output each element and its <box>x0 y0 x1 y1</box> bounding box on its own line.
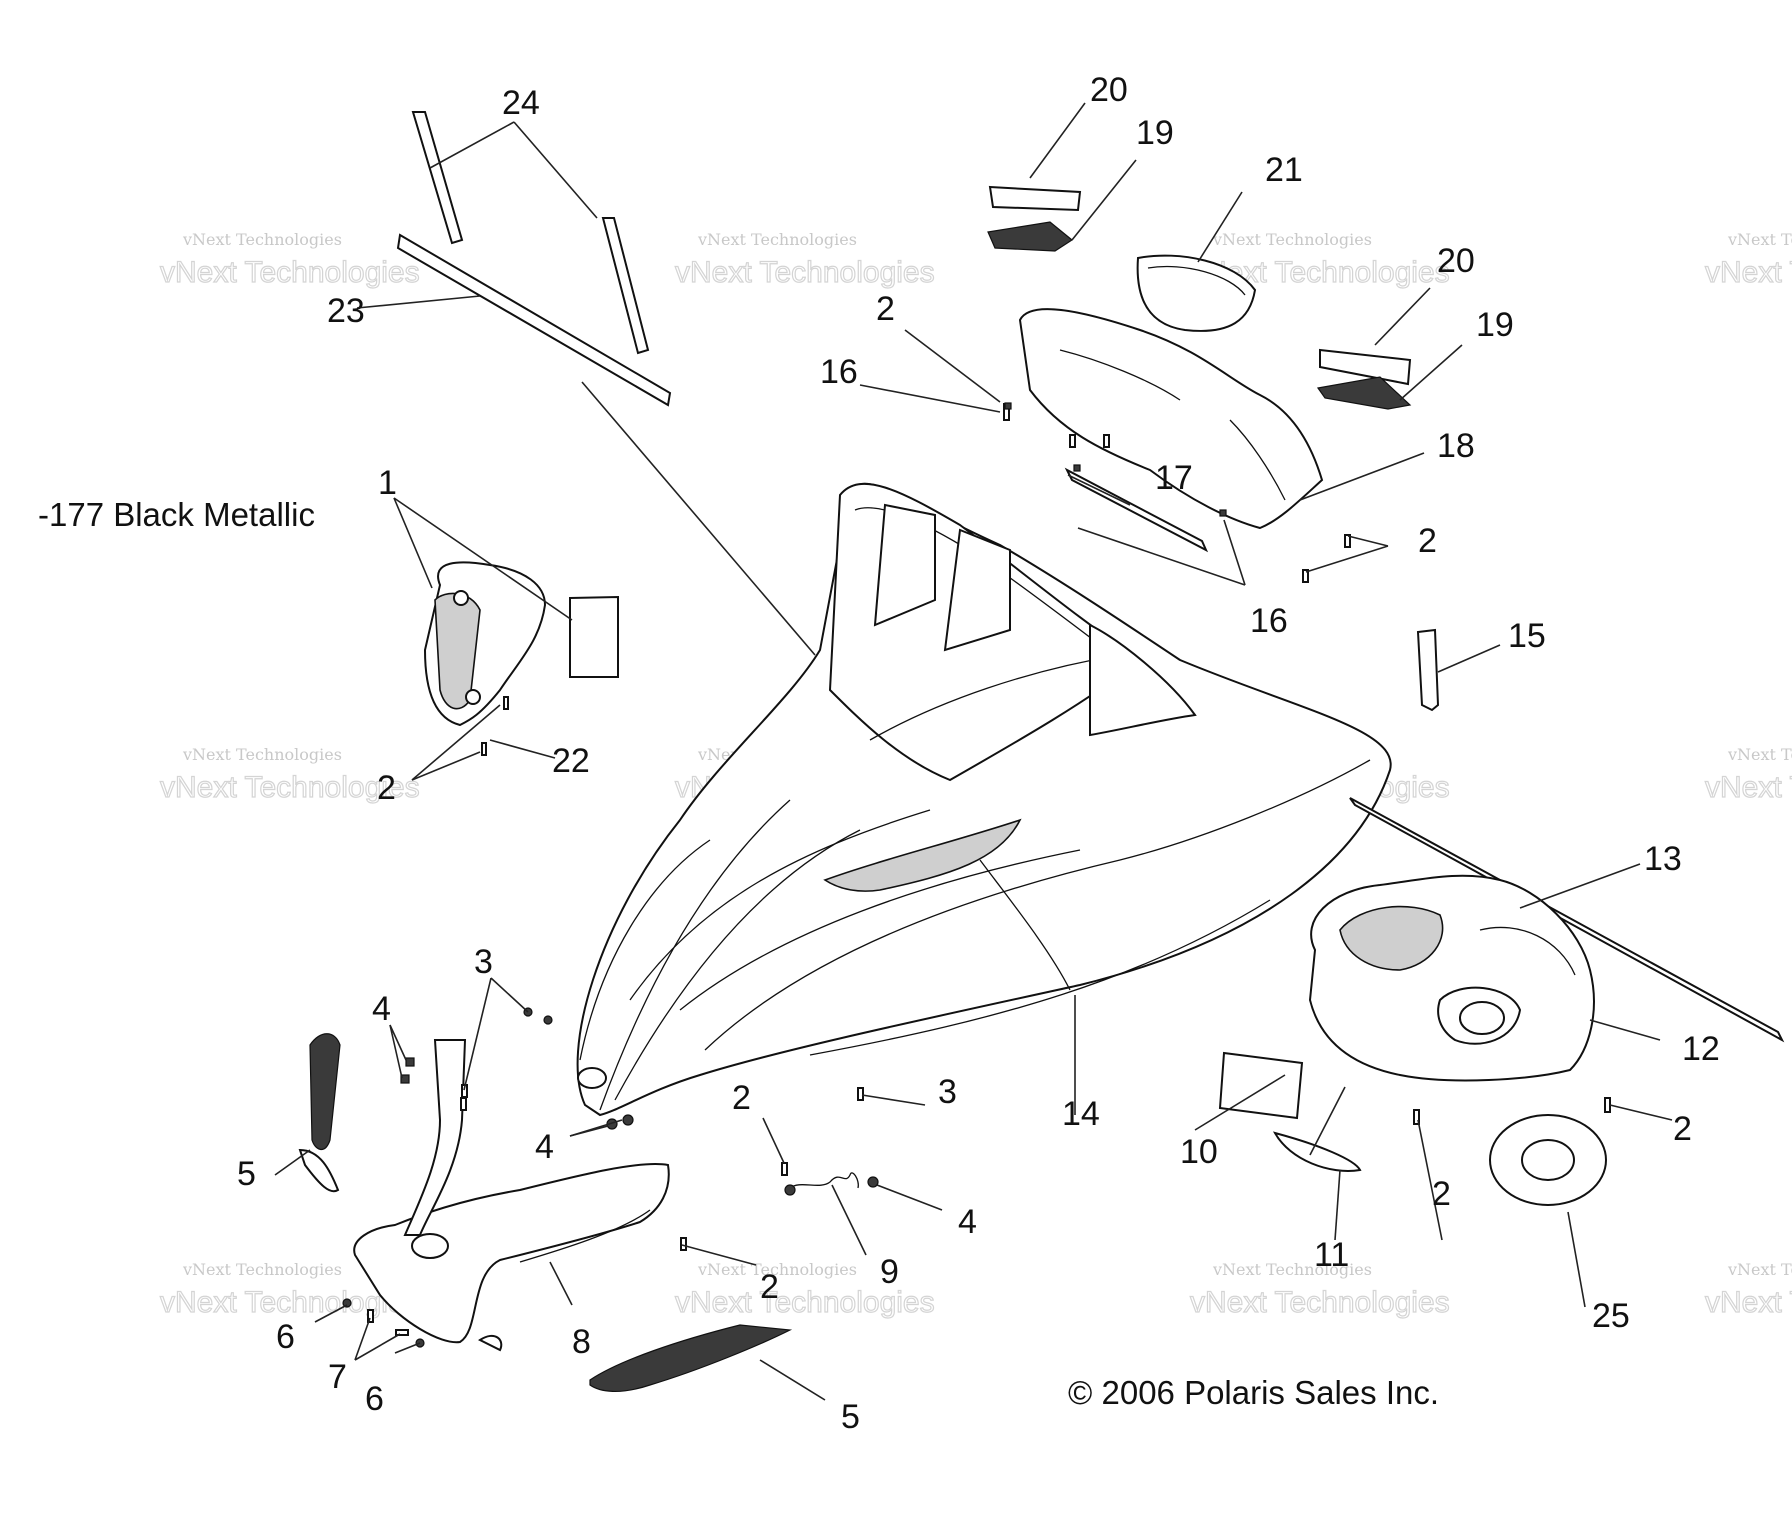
watermark-large: vNext Technologies <box>675 1286 935 1319</box>
callout-2: 2 <box>377 769 396 807</box>
watermark-large: vNext Technologies <box>1190 1286 1450 1319</box>
callout-2: 2 <box>876 290 895 328</box>
watermark-small: vNext Technologies <box>182 1260 342 1279</box>
callout-19: 19 <box>1136 114 1174 152</box>
callout-20: 20 <box>1090 71 1128 109</box>
hood-part <box>576 482 1392 1117</box>
callout-5: 5 <box>841 1398 860 1436</box>
callout-5: 5 <box>237 1155 256 1193</box>
copyright-text: © 2006 Polaris Sales Inc. <box>1068 1374 1439 1411</box>
watermark-small: vNext Technologies <box>697 1260 857 1279</box>
callout-21: 21 <box>1265 151 1303 189</box>
callout-9: 9 <box>880 1253 899 1291</box>
watermark-small: vNext Technologies <box>182 230 342 249</box>
callout-13: 13 <box>1644 840 1682 878</box>
callout-2: 2 <box>732 1079 751 1117</box>
handle-5-part <box>298 1033 793 1393</box>
clip-15-part <box>1416 628 1440 712</box>
callout-17: 17 <box>1155 459 1193 497</box>
callout-24: 24 <box>502 84 540 122</box>
callout-16: 16 <box>820 353 858 391</box>
bumper-8-part <box>353 1039 670 1352</box>
label-10-part <box>1218 1051 1304 1120</box>
tank-cover-part <box>1308 874 1595 1082</box>
callout-3: 3 <box>938 1073 957 1111</box>
callout-10: 10 <box>1180 1133 1218 1171</box>
callout-8: 8 <box>572 1323 591 1361</box>
strip-13-part <box>1349 797 1785 1043</box>
callout-16: 16 <box>1250 602 1288 640</box>
watermark-group: vNext Technologies vNext Technologies vN… <box>159 230 1792 1320</box>
instrument-panel-part <box>987 185 1412 530</box>
callout-19: 19 <box>1476 306 1514 344</box>
leader-lines <box>274 102 1673 1401</box>
watermark-large: vNext Technologies <box>160 256 420 289</box>
callout-6: 6 <box>365 1380 384 1418</box>
trim-strips-part <box>396 111 672 407</box>
callout-23: 23 <box>327 292 365 330</box>
watermark-small: vNext Technologies <box>697 230 857 249</box>
callout-4: 4 <box>535 1128 554 1166</box>
watermark-small: vNext Technologies <box>1727 230 1792 249</box>
callout-11: 11 <box>1314 1236 1349 1274</box>
watermark-small: vNext Technologies <box>1727 745 1792 764</box>
color-note: -177 Black Metallic <box>38 496 315 533</box>
watermark-small: vNext Technologies <box>1727 1260 1792 1279</box>
callout-6: 6 <box>276 1318 295 1356</box>
callout-3: 3 <box>474 943 493 981</box>
callout-12: 12 <box>1682 1030 1720 1068</box>
callout-18: 18 <box>1437 427 1475 465</box>
watermark-large: vNext Technologies <box>1705 256 1792 289</box>
ring-25-part <box>1489 1114 1607 1206</box>
mirror-left-part <box>423 561 619 727</box>
callout-2: 2 <box>1673 1110 1692 1148</box>
callout-4: 4 <box>372 990 391 1028</box>
watermark-large: vNext Technologies <box>160 771 420 804</box>
callout-2: 2 <box>1432 1175 1451 1213</box>
watermark-small: vNext Technologies <box>1212 1260 1372 1279</box>
label-11-part <box>1272 1131 1362 1172</box>
callout-labels: 24 20 19 21 20 19 23 2 16 18 17 2 16 15 … <box>237 71 1720 1436</box>
watermark-small: vNext Technologies <box>1212 230 1372 249</box>
watermark-large: vNext Technologies <box>1705 771 1792 804</box>
callout-22: 22 <box>552 742 590 780</box>
watermark-large: vNext Technologies <box>675 256 935 289</box>
callout-2: 2 <box>1418 522 1437 560</box>
callout-1: 1 <box>378 464 397 502</box>
callout-20: 20 <box>1437 242 1475 280</box>
callout-15: 15 <box>1508 617 1546 655</box>
watermark-small: vNext Technologies <box>182 745 342 764</box>
callout-7: 7 <box>328 1358 347 1396</box>
callout-2: 2 <box>760 1268 779 1306</box>
callout-14: 14 <box>1062 1095 1100 1133</box>
callout-25: 25 <box>1592 1297 1630 1335</box>
callout-4: 4 <box>958 1203 977 1241</box>
watermark-large: vNext Technologies <box>1705 1286 1792 1319</box>
spring-9-part <box>784 1172 859 1196</box>
